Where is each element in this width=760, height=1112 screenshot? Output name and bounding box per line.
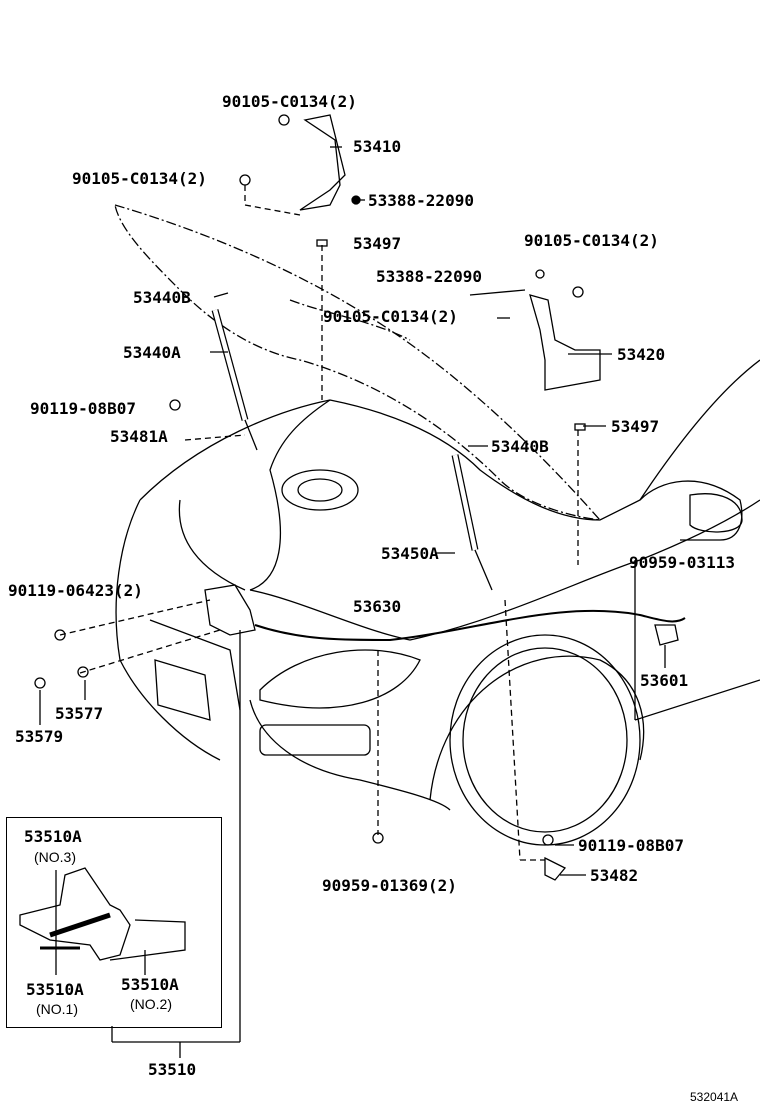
label-spring-no3: 53510A [24,827,82,846]
label-bolt-top: 90105-C0134(2) [222,92,357,111]
hinge-rh [529,294,601,391]
figure-reference: 532041A [690,1090,739,1104]
hood-lock [204,584,256,636]
label-hinge-lh: 53410 [353,137,402,156]
label-bolt-right: 90105-C0134(2) [524,231,659,250]
label-clip-bottom: 90959-01369(2) [322,876,457,895]
label-cushion-lh: 53388-22090 [368,191,474,210]
label-cushion-rh: 53388-22090 [376,267,482,286]
label-cable: 53630 [353,597,402,616]
label-clip-cable: 90959-03113 [629,553,735,572]
label-hinge-rh: 53420 [617,345,666,364]
label-clip-lh: 53497 [353,234,402,253]
label-stay-rh: 53450A [381,544,439,563]
label-bolt-bracket-rh: 90119-08B07 [578,836,684,855]
label-spring-no1-sub: (NO.1) [36,1001,78,1017]
label-bracket-lh: 53481A [110,427,168,446]
label-stay-ball-rh: 53440B [491,437,549,456]
label-stay-lh: 53440A [123,343,181,362]
label-spring-no2-sub: (NO.2) [130,996,172,1012]
label-lock-assy: 53510 [148,1060,197,1079]
label-cushion-lock: 53577 [55,704,104,723]
label-bolt-left: 90105-C0134(2) [72,169,207,188]
label-stay-ball-lh: 53440B [133,288,191,307]
label-bolt-bracket-lh: 90119-08B07 [30,399,136,418]
label-lever: 53601 [640,671,689,690]
label-bracket-rh: 53482 [590,866,639,885]
label-spring-no1: 53510A [26,980,84,999]
label-spring-no2: 53510A [121,975,179,994]
label-bolt-center: 90105-C0134(2) [323,307,458,326]
lock-detail-inset [6,817,222,1028]
car-body-outline [139,359,760,521]
label-clip-rh: 53497 [611,417,660,436]
label-bolt-lock: 90119-06423(2) [8,581,143,600]
release-cable [254,609,686,642]
hood-panel [114,204,602,521]
label-spring-no3-sub: (NO.3) [34,849,76,865]
label-grommet: 53579 [15,727,64,746]
hinge-lh [299,114,346,211]
